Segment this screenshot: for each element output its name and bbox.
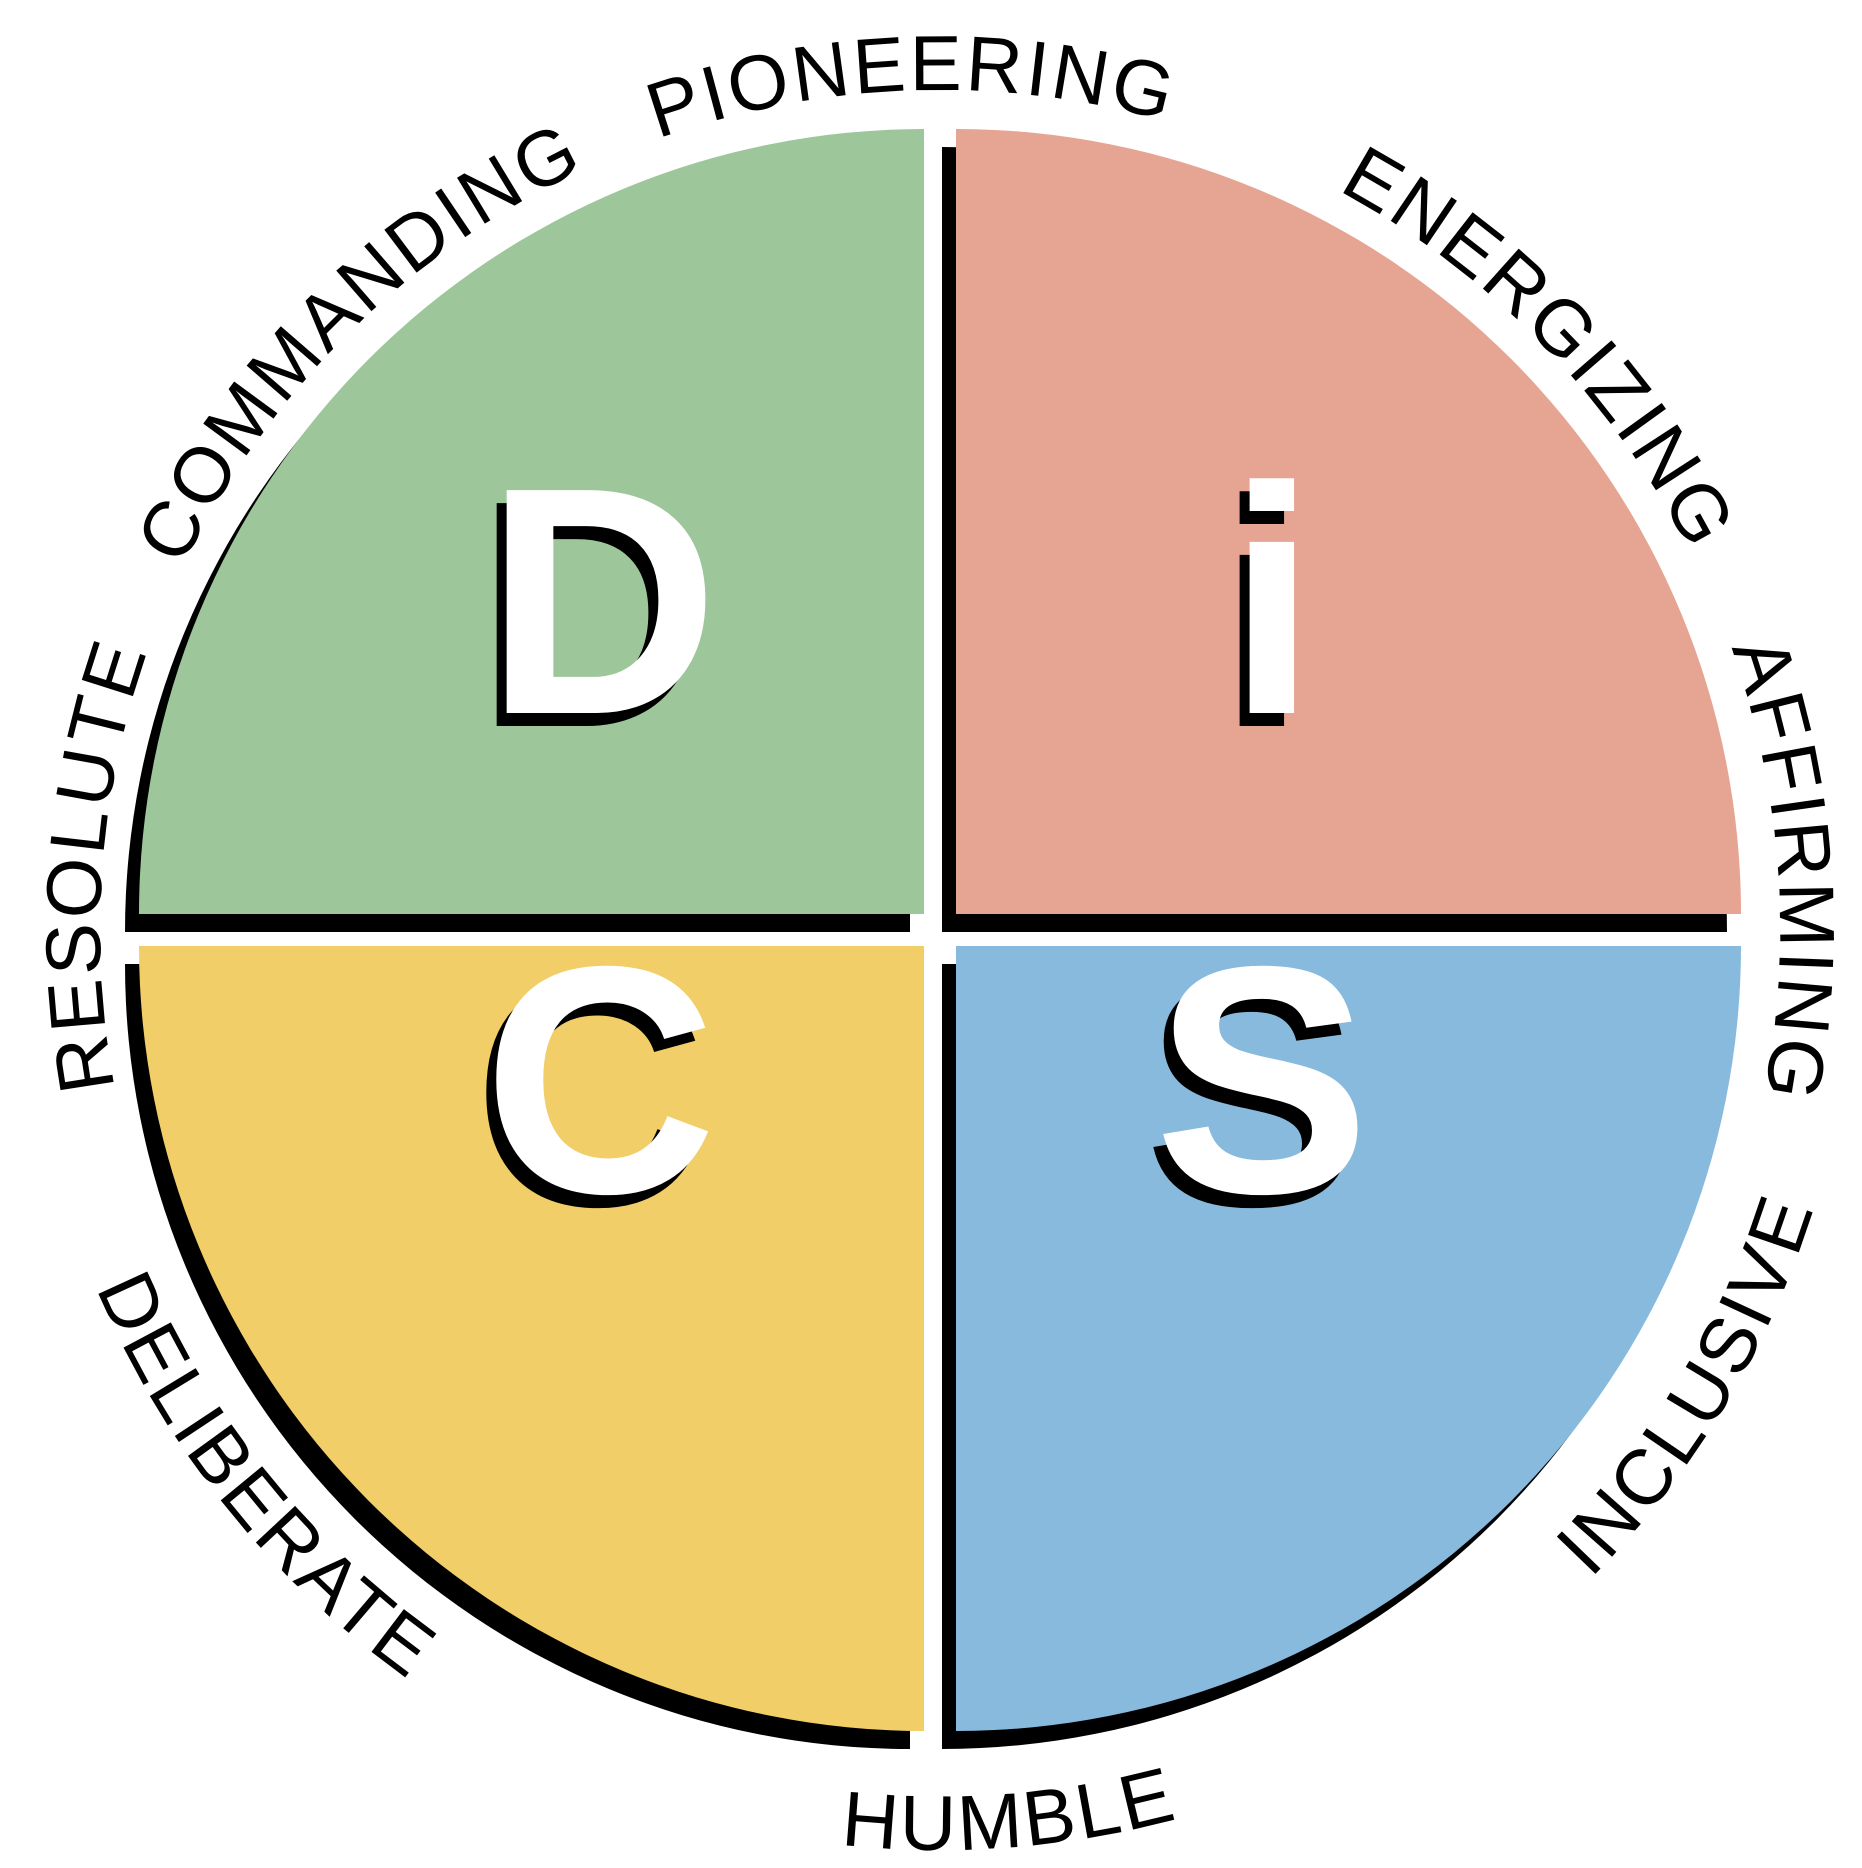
letter-d-shadow: D: [475, 433, 709, 795]
letter-s-shadow: S: [1144, 912, 1360, 1274]
letter-c: C: [483, 899, 717, 1261]
label-humble-text: HUMBLE: [839, 1749, 1181, 1867]
quadrant-d: [139, 129, 924, 914]
letter-s: S: [1154, 899, 1370, 1261]
letter-d: D: [485, 420, 719, 782]
quadrant-s: [956, 946, 1741, 1731]
quadrant-i: [956, 129, 1741, 914]
letter-i-shadow: i: [1217, 433, 1307, 795]
letter-c-shadow: C: [473, 912, 707, 1274]
letter-i: i: [1227, 420, 1317, 782]
label-humble: HUMBLE: [839, 1749, 1184, 1867]
quadrant-c: [139, 946, 924, 1731]
